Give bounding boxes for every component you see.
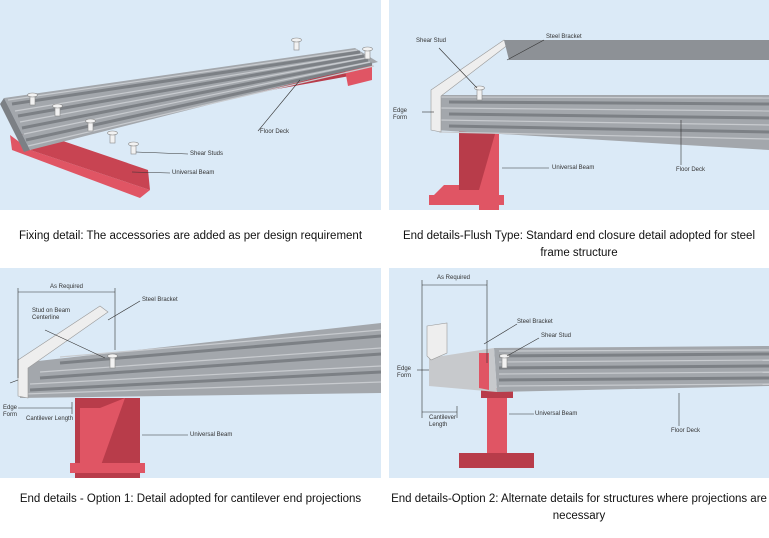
label-universal-beam: Universal Beam <box>535 411 578 417</box>
label-floor-deck: Floor Deck <box>676 167 706 173</box>
label-shear-studs: Shear Studs <box>190 151 224 157</box>
label-floor-deck: Floor Deck <box>260 129 290 135</box>
universal-beam <box>487 393 507 458</box>
panel-fixing-detail: Floor Deck Shear Studs Universal Beam <box>0 0 381 210</box>
label-edge-form: Edge Form <box>3 405 18 418</box>
caption-option-1: End details - Option 1: Detail adopted f… <box>19 493 362 505</box>
shear-stud-icon <box>27 37 373 155</box>
label-edge-form: Edge Form <box>397 366 412 379</box>
caption-fixing-detail: Fixing detail: The accessories are added… <box>18 230 363 242</box>
deck-illustration-1 <box>0 37 378 198</box>
label-cantilever-length: Cantilever Length <box>26 416 74 422</box>
label-floor-deck: Floor Deck <box>671 428 701 434</box>
deck-illustration-3 <box>9 288 381 478</box>
panel-cantilever-option-1: As Required Stud on Beam Centerline Stee… <box>0 268 381 478</box>
edge-form <box>426 322 448 361</box>
label-stud-on-beam: Stud on Beam Centerline <box>32 308 71 321</box>
caption-flush-type: End details-Flush Type: Standard end clo… <box>402 230 756 259</box>
label-universal-beam: Universal Beam <box>172 170 215 176</box>
label-shear-stud: Shear Stud <box>416 38 447 44</box>
edge-form <box>17 305 109 399</box>
shear-stud-icon <box>499 353 510 369</box>
caption-option-2: End details-Option 2: Alternate details … <box>391 493 767 522</box>
shear-stud-icon <box>107 353 118 369</box>
panel-cantilever-option-2: As Required Steel Bracket Shear Stud Edg… <box>389 268 769 478</box>
label-steel-bracket: Steel Bracket <box>142 297 178 303</box>
label-as-required: As Required <box>50 284 84 290</box>
shear-stud-icon <box>474 85 485 101</box>
label-shear-stud: Shear Stud <box>541 333 572 339</box>
label-as-required: As Required <box>437 275 471 281</box>
panel-flush-type: Shear Stud Steel Bracket Edge Form Unive… <box>389 0 769 210</box>
label-steel-bracket: Steel Bracket <box>517 319 553 325</box>
label-universal-beam: Universal Beam <box>552 165 595 171</box>
label-edge-form: Edge Form <box>393 108 408 121</box>
label-steel-bracket: Steel Bracket <box>546 34 582 40</box>
label-universal-beam: Universal Beam <box>190 432 233 438</box>
label-cantilever-length: Cantilever Length <box>429 415 457 428</box>
deck-illustration-4 <box>417 280 769 468</box>
deck-illustration-2 <box>422 39 769 210</box>
